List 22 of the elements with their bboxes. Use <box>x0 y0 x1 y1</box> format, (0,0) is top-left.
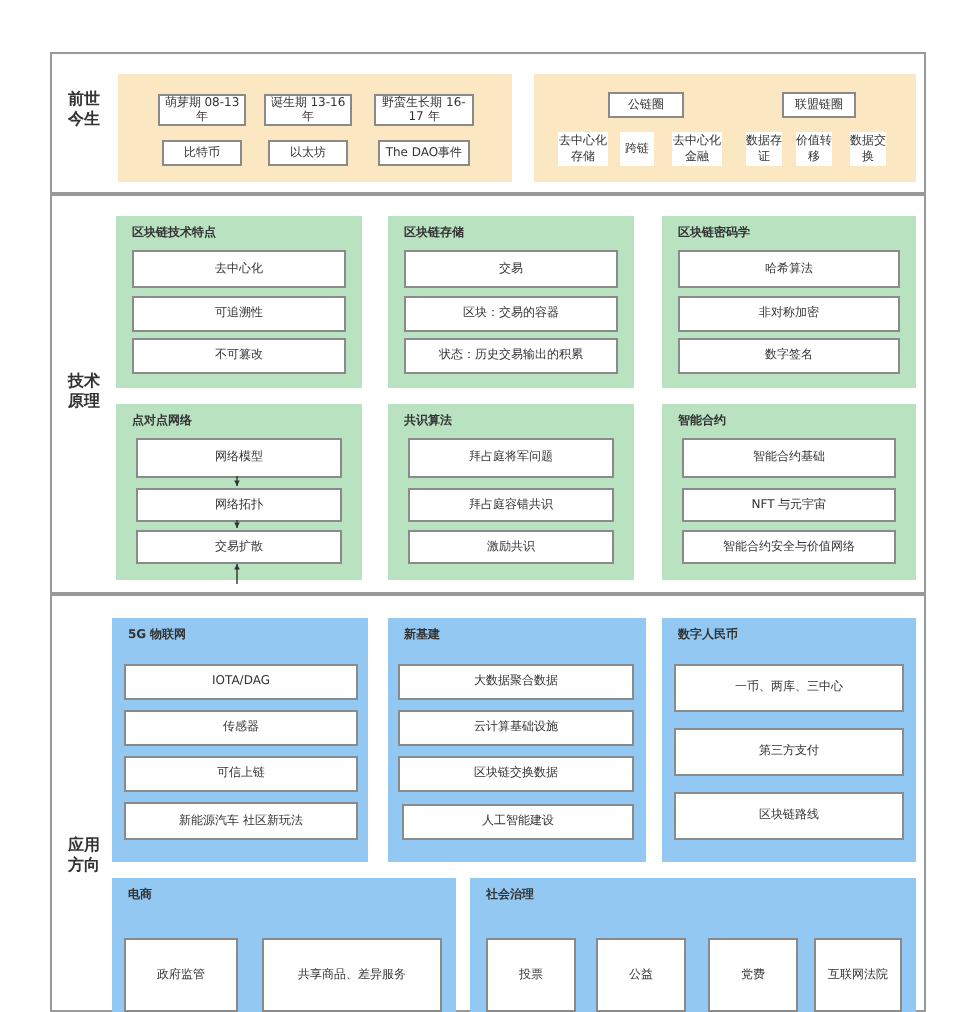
arrow <box>234 563 240 585</box>
category-panel <box>388 404 634 580</box>
section-frame <box>50 594 926 1012</box>
section-frame <box>50 52 926 194</box>
category-panel <box>112 878 456 1012</box>
section-frame <box>50 194 926 594</box>
section-label: 应用方向 <box>68 836 100 875</box>
category-panel <box>112 618 368 862</box>
category-panel <box>662 618 916 862</box>
category-panel <box>470 878 916 1012</box>
category-panel <box>116 404 362 580</box>
category-panel <box>662 404 916 580</box>
category-panel <box>388 618 646 862</box>
category-panel <box>116 216 362 388</box>
category-panel <box>388 216 634 388</box>
section-label: 前世今生 <box>68 90 100 129</box>
section-label: 技术原理 <box>68 372 100 411</box>
category-panel <box>534 74 916 182</box>
category-panel <box>662 216 916 388</box>
arrow <box>234 519 240 529</box>
category-panel <box>118 74 512 182</box>
arrow <box>234 475 240 487</box>
